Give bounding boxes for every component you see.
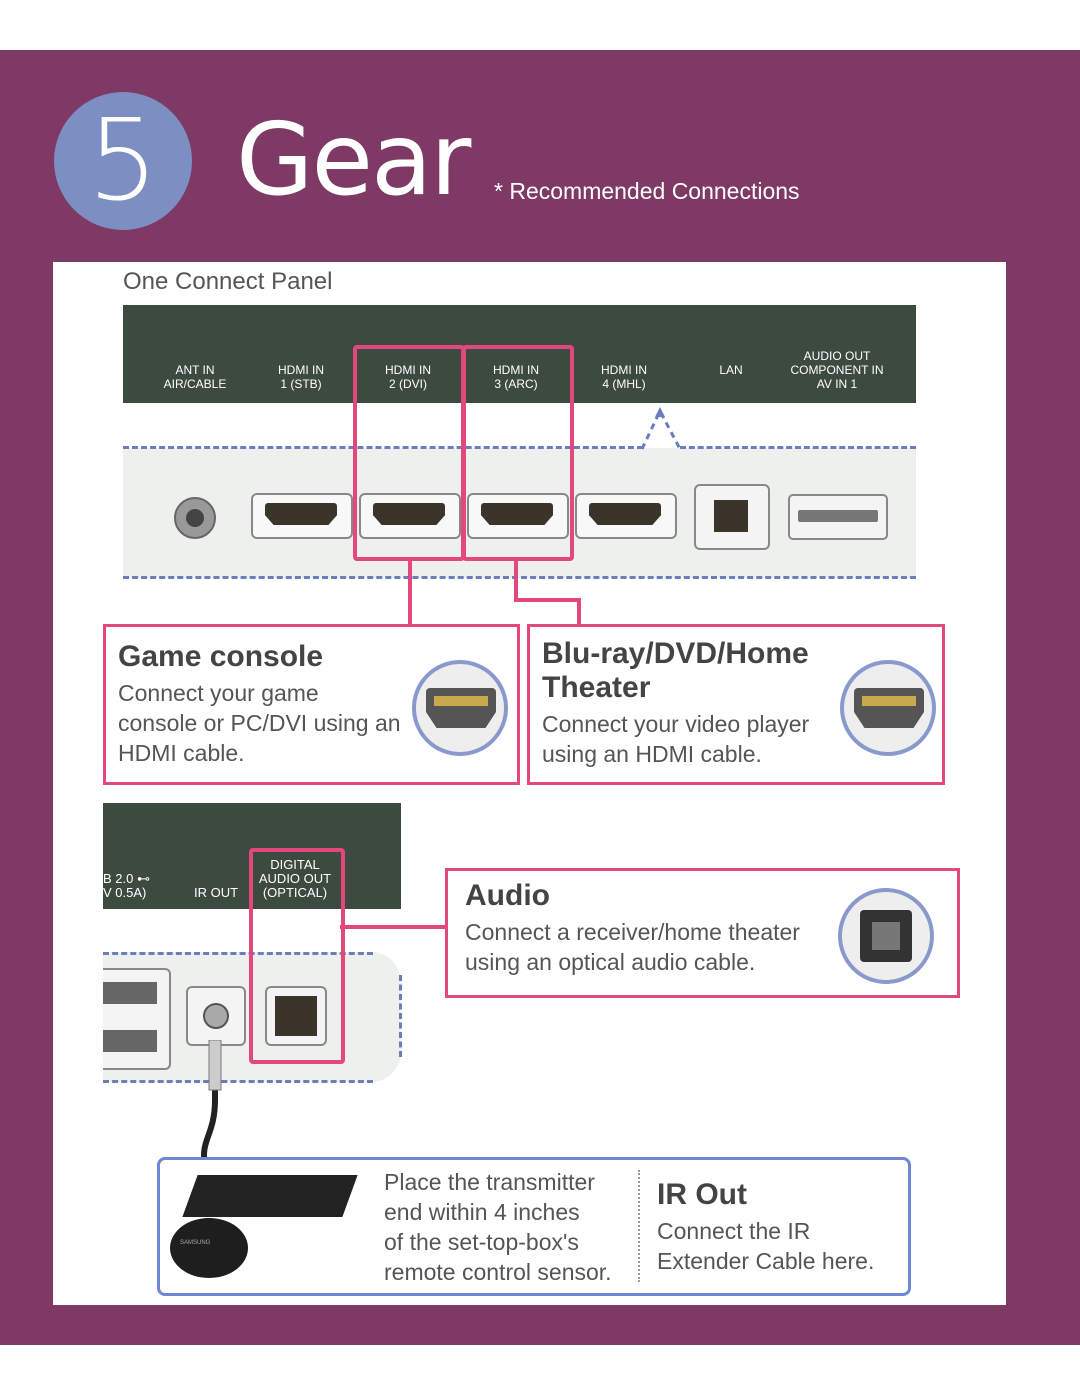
step-circle: [54, 92, 192, 230]
ir-out-title: IR Out: [657, 1178, 747, 1211]
connector-line-game: [408, 557, 412, 625]
dashed-border-bottom-lower: [103, 1080, 373, 1083]
dashed-border-top-right: [680, 446, 916, 449]
connector-line-bluray-c: [577, 598, 581, 625]
ir-out-port: [186, 986, 246, 1046]
step-number: 5: [87, 96, 159, 226]
dashed-border-top: [123, 446, 643, 449]
highlight-hdmi-3: [462, 345, 574, 561]
port-label-strip: [123, 305, 916, 403]
highlight-hdmi-2: [353, 345, 465, 561]
page-subtitle: * Recommended Connections: [494, 178, 800, 204]
hdmi-port-3: [467, 493, 569, 539]
ir-blaster-icon: SAMSUNG: [170, 1218, 248, 1278]
dashed-border-top-lower: [103, 952, 373, 955]
expand-arrow-icon: [640, 407, 682, 450]
lan-port: [694, 484, 770, 550]
coax-port: [174, 497, 216, 539]
game-console-title: Game console: [118, 640, 324, 673]
hdmi-port-1: [251, 493, 353, 539]
page-title: Gear: [236, 101, 471, 218]
port-label-usb: B 2.0 ⊷V 0.5A): [103, 871, 150, 900]
connector-line-bluray-a: [514, 557, 518, 601]
component-port: [788, 494, 888, 540]
connector-line-bluray-b: [514, 598, 580, 602]
audio-title: Audio: [465, 879, 550, 912]
dashed-border-bottom: [123, 576, 916, 579]
port-label-lan: LAN: [719, 363, 743, 377]
dashed-border-right-lower: [399, 975, 402, 1057]
port-label-ir-out: IR OUT: [193, 885, 239, 900]
hdmi-port-2: [359, 493, 461, 539]
hdmi-plug-icon: [840, 660, 936, 756]
ir-divider: [638, 1170, 640, 1282]
connector-line-audio: [340, 925, 446, 929]
usb-ports: [103, 968, 171, 1070]
panel-label: One Connect Panel: [123, 268, 333, 295]
highlight-optical: [249, 848, 345, 1064]
optical-port: [265, 986, 327, 1046]
ir-transmitter-icon: [182, 1175, 358, 1217]
optical-plug-icon: [838, 888, 934, 984]
hdmi-plug-icon: [412, 660, 508, 756]
hdmi-port-4: [575, 493, 677, 539]
